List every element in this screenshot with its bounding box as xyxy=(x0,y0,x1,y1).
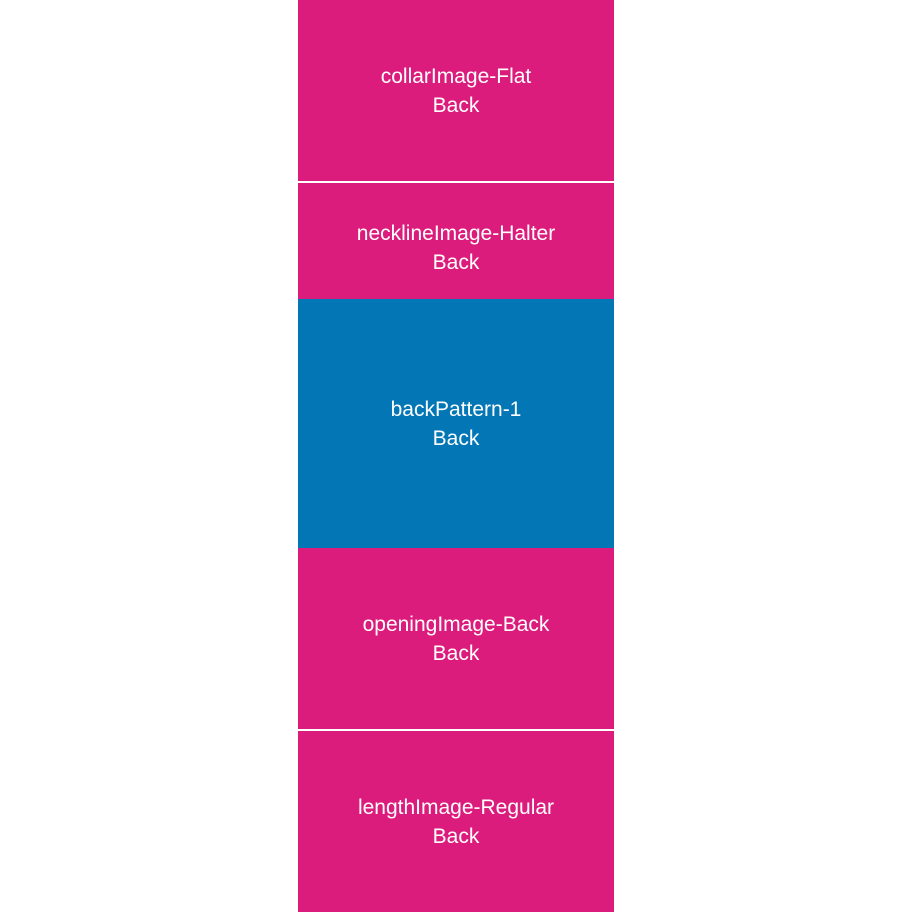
layer-name: lengthImage-Regular xyxy=(357,795,555,819)
layer-stack: collarImage-Flat Back necklineImage-Halt… xyxy=(298,0,614,912)
layer-divider xyxy=(298,729,614,731)
layer-view: Back xyxy=(432,93,480,117)
layer-block-neckline: necklineImage-Halter Back xyxy=(298,183,614,299)
layer-view: Back xyxy=(432,824,480,848)
layer-name: backPattern-1 xyxy=(390,397,522,421)
layer-block-back-pattern: backPattern-1 Back xyxy=(298,299,614,548)
layer-view: Back xyxy=(432,426,480,450)
layer-name: necklineImage-Halter xyxy=(356,222,556,245)
layer-block-collar: collarImage-Flat Back xyxy=(298,0,614,181)
layer-block-length: lengthImage-Regular Back xyxy=(298,731,614,912)
layer-block-opening: openingImage-Back Back xyxy=(298,548,614,729)
layer-name: collarImage-Flat xyxy=(380,64,532,88)
layer-view: Back xyxy=(432,641,480,665)
layer-divider xyxy=(298,181,614,183)
layer-name: openingImage-Back xyxy=(362,612,550,636)
layer-view: Back xyxy=(432,251,480,274)
